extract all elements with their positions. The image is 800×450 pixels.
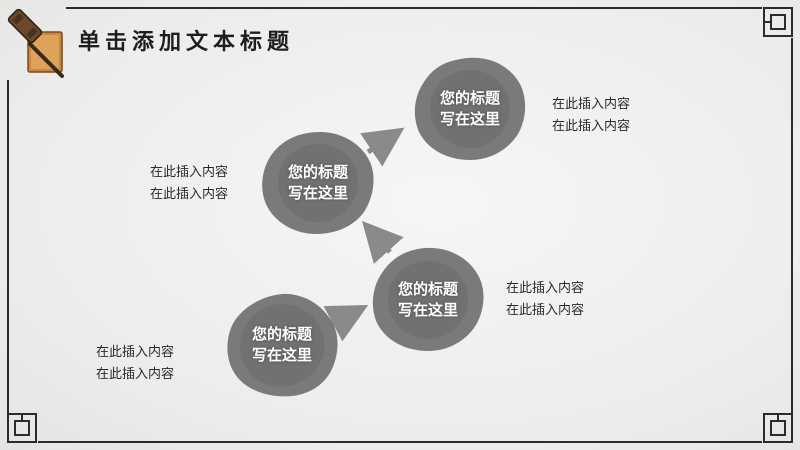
step-desc-3[interactable]: 在此插入内容 在此插入内容 [150, 162, 228, 206]
step-node-1[interactable]: 您的标题 写在这里 [222, 290, 342, 400]
step-desc-line2: 在此插入内容 [96, 367, 175, 382]
corner-ornament-bottom-left [7, 413, 37, 443]
step-node-4[interactable]: 您的标题 写在这里 [410, 54, 530, 164]
step-desc-line1: 在此插入内容 [96, 345, 175, 360]
step-node-3[interactable]: 您的标题 写在这里 [258, 128, 378, 238]
gavel-icon [7, 8, 64, 78]
step-desc-line2: 在此插入内容 [506, 303, 585, 318]
ink-blob [372, 247, 484, 351]
step-desc-line1: 在此插入内容 [150, 165, 229, 180]
slide-title[interactable]: 单击添加文本标题 [78, 29, 295, 55]
step-desc-4[interactable]: 在此插入内容 在此插入内容 [552, 94, 630, 138]
step-title-line1: 您的标题 [251, 325, 312, 343]
step-desc-line1: 在此插入内容 [506, 281, 585, 296]
step-title-line2: 写在这里 [251, 346, 312, 364]
ink-blob [262, 132, 374, 234]
arrow-step2-to-step3 [361, 220, 404, 264]
step-title-line2: 写在这里 [287, 184, 348, 202]
step-title-line1: 您的标题 [439, 89, 500, 107]
corner-ornament-top-right [763, 7, 793, 37]
step-title-line2: 写在这里 [439, 110, 500, 128]
step-title-line1: 您的标题 [397, 280, 458, 298]
ink-blob [414, 57, 526, 160]
step-desc-2[interactable]: 在此插入内容 在此插入内容 [506, 278, 584, 322]
step-node-2[interactable]: 您的标题 写在这里 [368, 245, 488, 355]
step-desc-1[interactable]: 在此插入内容 在此插入内容 [96, 342, 174, 386]
arrow-step3-to-step4 [360, 127, 405, 167]
step-title-line1: 您的标题 [287, 163, 348, 181]
step-title-line2: 写在这里 [397, 301, 458, 319]
step-desc-line2: 在此插入内容 [150, 187, 229, 202]
step-desc-line1: 在此插入内容 [552, 97, 631, 112]
ink-blob [227, 293, 338, 397]
corner-ornament-bottom-right [763, 413, 793, 443]
step-desc-line2: 在此插入内容 [552, 119, 631, 134]
